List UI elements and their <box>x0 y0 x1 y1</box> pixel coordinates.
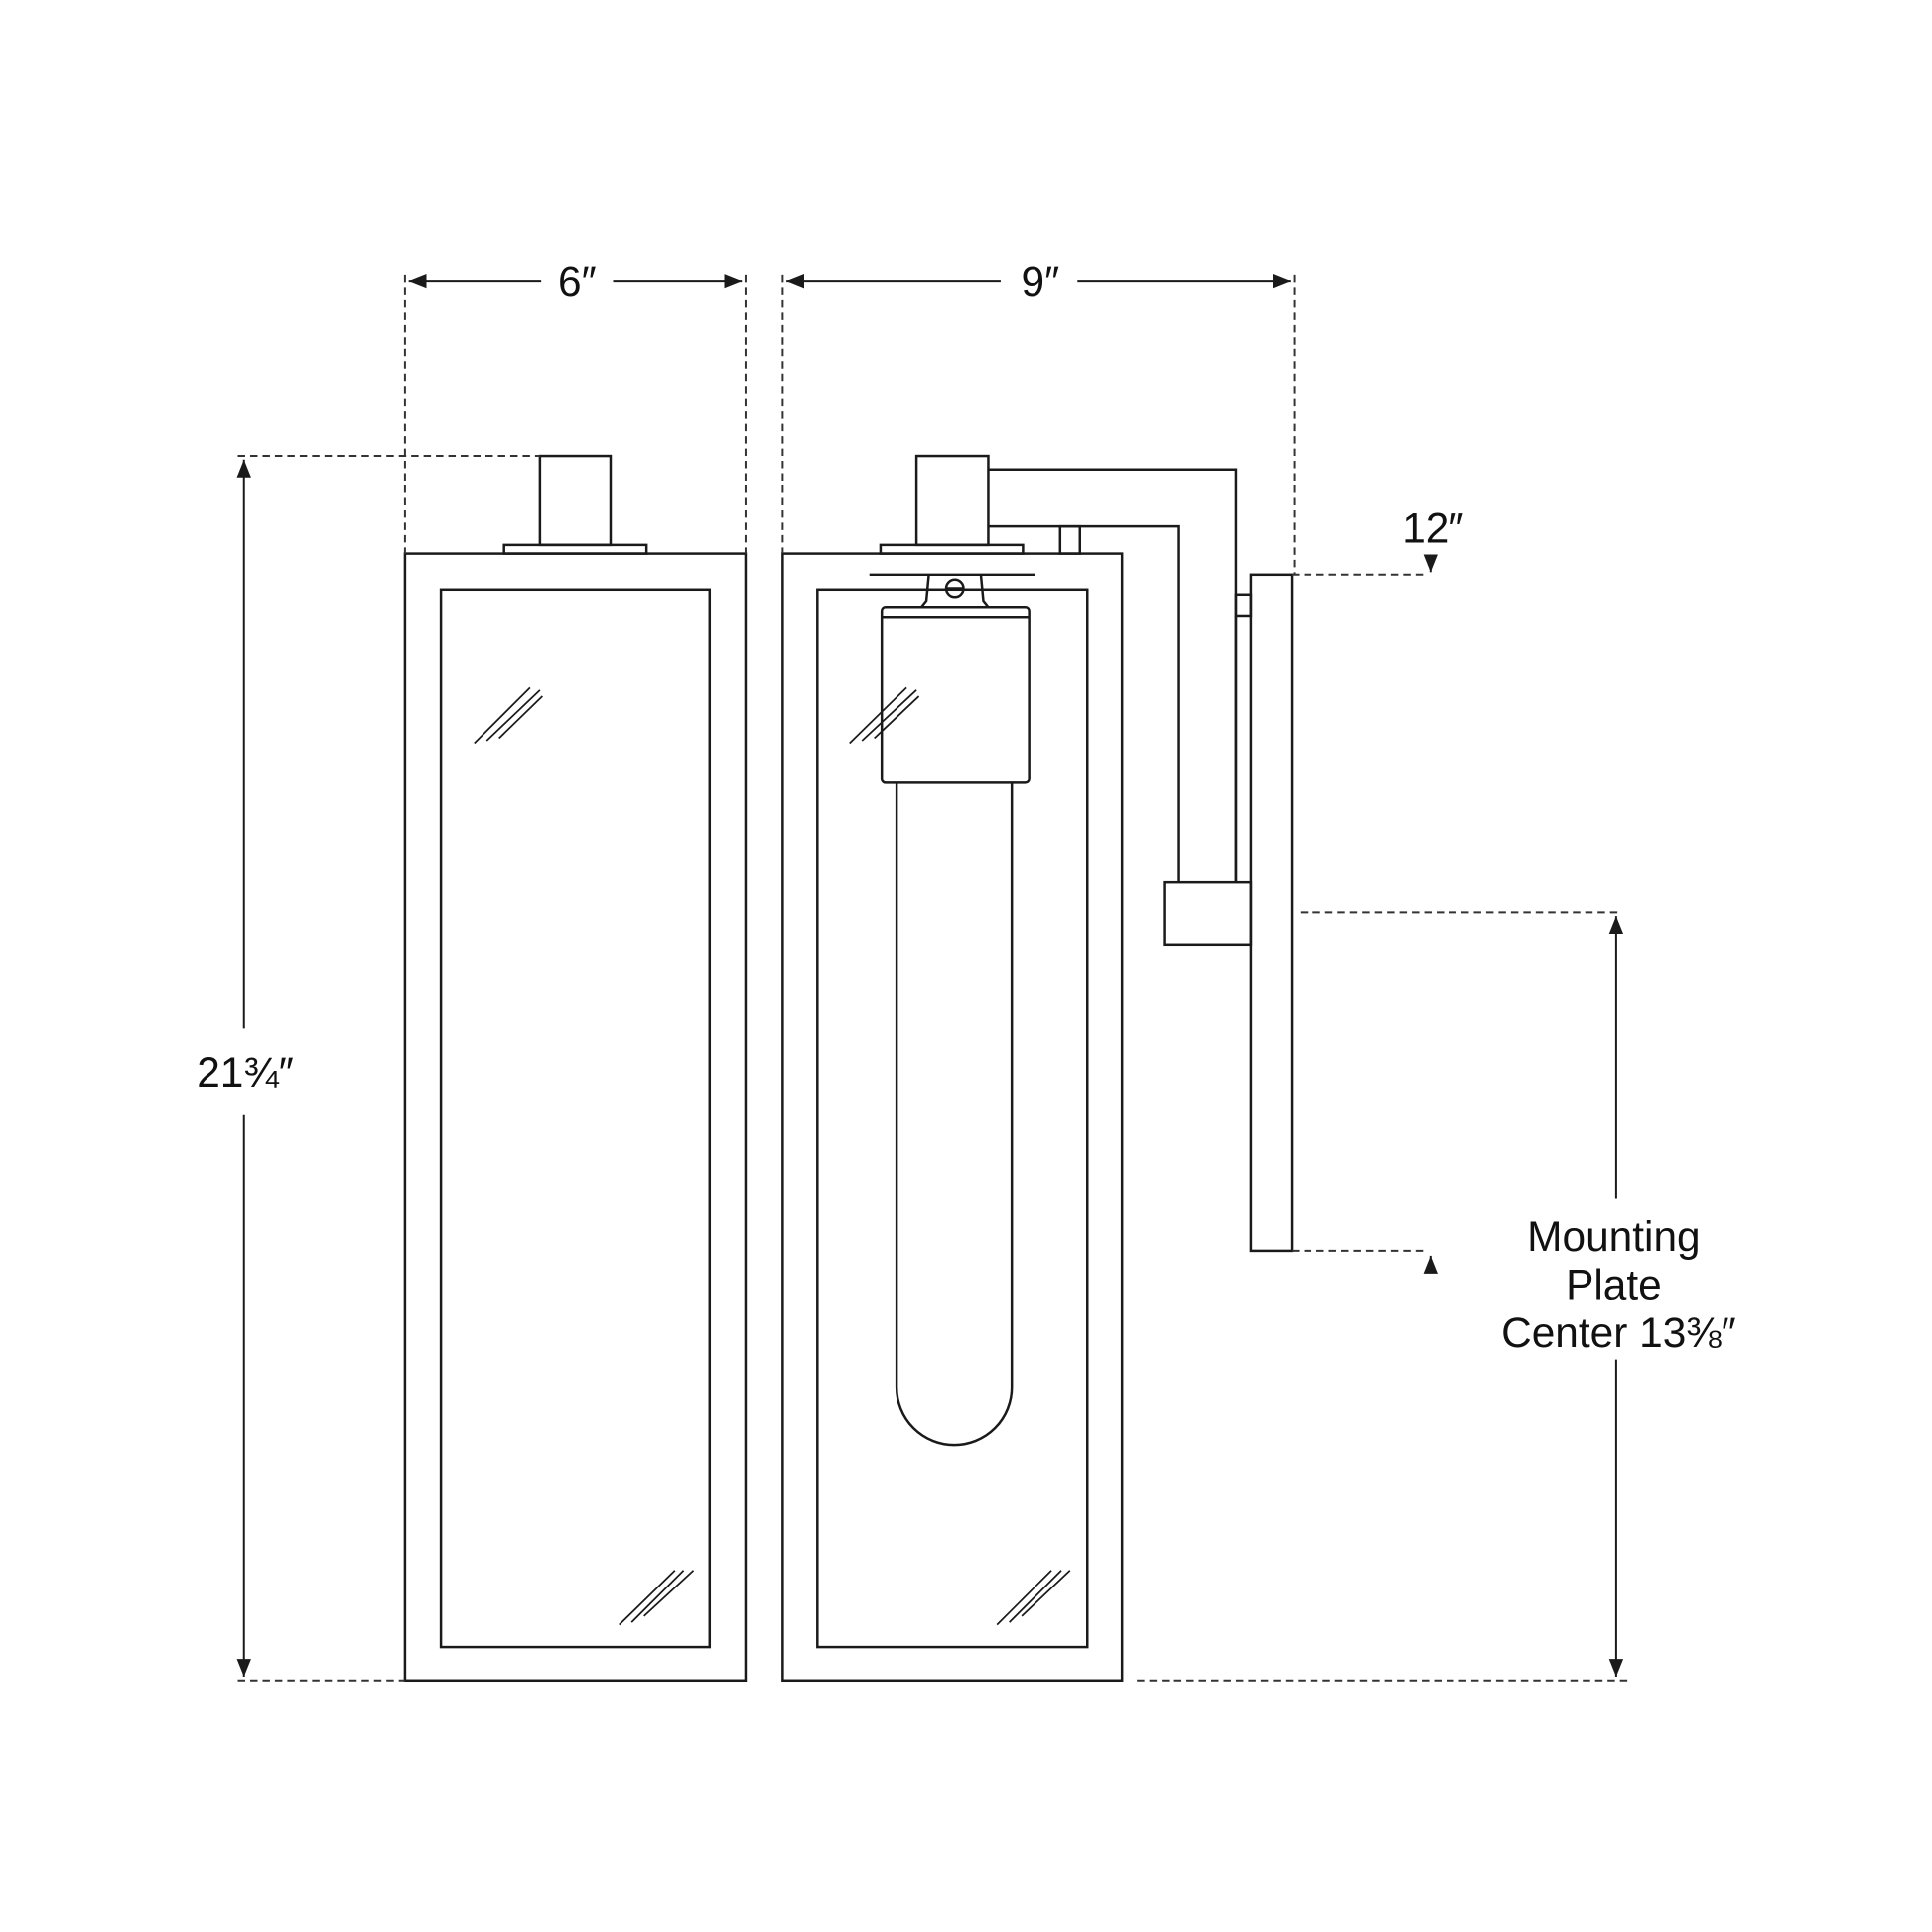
side-glass-panel <box>816 588 1089 1649</box>
mounting-label-line1: Mounting <box>1527 1213 1700 1260</box>
glass-reflection-icon <box>474 686 695 1626</box>
socket-body <box>880 605 1031 784</box>
side-cap <box>914 454 990 547</box>
front-glass-panel <box>439 588 712 1649</box>
front-canopy-plate <box>502 543 648 555</box>
depth-label: 9″ <box>1022 258 1060 305</box>
height-label: 21¾″ <box>197 1049 294 1096</box>
arm-inner <box>988 524 1180 883</box>
front-frame-outer <box>403 552 748 1683</box>
width-label: 6″ <box>558 258 597 305</box>
arm-outer <box>988 468 1238 883</box>
dimension-width: 6″ <box>403 258 747 554</box>
arm-post <box>1058 524 1082 555</box>
dimension-mounting-center: Mounting Plate Center 13⅜″ <box>1137 911 1736 1682</box>
mounting-label-line3: Center 13⅜″ <box>1501 1310 1736 1356</box>
dimension-plate-height: 12″ <box>1292 504 1463 1274</box>
arm-tab <box>1234 593 1253 618</box>
side-view-fixture <box>781 454 1294 1683</box>
mounting-label-line2: Plate <box>1566 1262 1662 1309</box>
mounting-plate <box>1249 573 1294 1253</box>
front-view-fixture <box>403 454 748 1683</box>
plate-height-label: 12″ <box>1402 504 1463 551</box>
dimension-depth: 9″ <box>781 258 1296 575</box>
arm-block <box>1163 880 1253 947</box>
side-frame-outer <box>781 552 1124 1683</box>
dimension-height: 21¾″ <box>197 455 540 1682</box>
side-canopy-plate <box>879 543 1025 555</box>
glass-reflection-icon <box>849 686 1071 1626</box>
front-cap <box>538 454 613 547</box>
bulb <box>895 782 1014 1447</box>
